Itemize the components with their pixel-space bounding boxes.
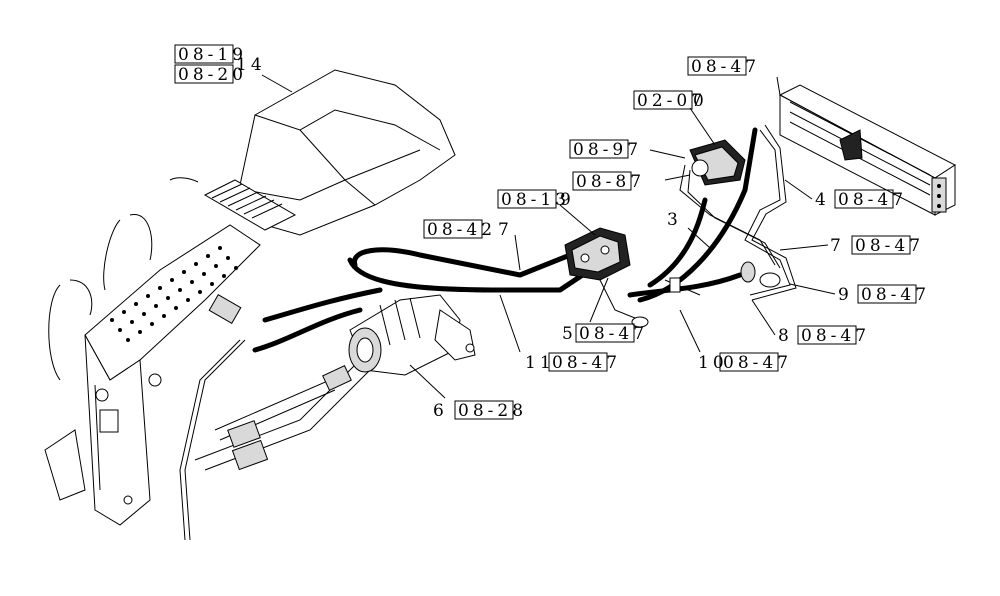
- svg-text:08-47: 08-47: [838, 190, 907, 210]
- svg-text:08-42: 08-42: [427, 220, 496, 240]
- deck-holes: [110, 246, 238, 342]
- svg-text:8: 8: [778, 326, 793, 346]
- callout-3: 3: [667, 210, 682, 230]
- svg-text:9: 9: [560, 190, 575, 210]
- svg-text:0: 0: [693, 91, 708, 111]
- ref-08-20: 08-20 14: [174, 55, 266, 85]
- main-pump: [348, 294, 476, 376]
- callout-5: 5 08-47: [562, 323, 648, 344]
- svg-text:4: 4: [815, 190, 830, 210]
- hoses: [252, 127, 758, 353]
- ref-08-97: 08-97: [569, 139, 642, 160]
- svg-text:3: 3: [667, 210, 682, 230]
- svg-text:08-28: 08-28: [458, 401, 527, 421]
- svg-text:08-97: 08-97: [573, 140, 642, 160]
- svg-text:5: 5: [562, 324, 577, 344]
- ref-08-42: 08-42 7: [423, 219, 513, 240]
- svg-text:11: 11: [525, 353, 555, 373]
- motor: [689, 139, 746, 186]
- callout-10: 10 08-47: [698, 352, 792, 373]
- svg-text:7: 7: [830, 236, 845, 256]
- svg-text:08-87: 08-87: [576, 172, 645, 192]
- svg-text:08-19: 08-19: [178, 45, 247, 65]
- svg-text:10: 10: [698, 353, 728, 373]
- svg-text:14: 14: [236, 55, 266, 75]
- ref-08-87: 08-87: [572, 171, 645, 192]
- svg-text:08-20: 08-20: [178, 65, 247, 85]
- svg-text:7: 7: [498, 220, 513, 240]
- svg-text:08-47: 08-47: [723, 353, 792, 373]
- svg-text:6: 6: [433, 401, 448, 421]
- callout-8: 8 08-47: [778, 325, 870, 346]
- callout-6: 6 08-28: [433, 400, 527, 421]
- machine-frame: [44, 69, 456, 541]
- cooler-lines: [664, 124, 797, 301]
- callout-9: 9 08-47: [838, 284, 930, 305]
- svg-text:08-13: 08-13: [501, 190, 570, 210]
- ref-08-19: 08-19: [174, 44, 247, 65]
- ref-02-07: 02-07 0: [633, 90, 708, 111]
- svg-text:08-47: 08-47: [801, 326, 870, 346]
- svg-text:08-47: 08-47: [579, 324, 648, 344]
- svg-text:08-47: 08-47: [855, 236, 924, 256]
- oil-cooler: [778, 84, 956, 216]
- ref-08-47-top: 08-47: [687, 56, 760, 77]
- callout-7: 7 08-47: [830, 235, 924, 256]
- ref-08-14: 08-13 9: [497, 189, 575, 210]
- callout-4: 4 08-47: [815, 189, 907, 210]
- control-valve: [564, 227, 649, 328]
- leader-lines: [261, 74, 836, 399]
- svg-text:08-47: 08-47: [861, 285, 930, 305]
- svg-text:08-47: 08-47: [552, 353, 621, 373]
- svg-text:08-47: 08-47: [691, 57, 760, 77]
- callout-11: 11 08-47: [525, 352, 621, 373]
- svg-text:02-07: 02-07: [637, 91, 706, 111]
- svg-text:9: 9: [838, 285, 853, 305]
